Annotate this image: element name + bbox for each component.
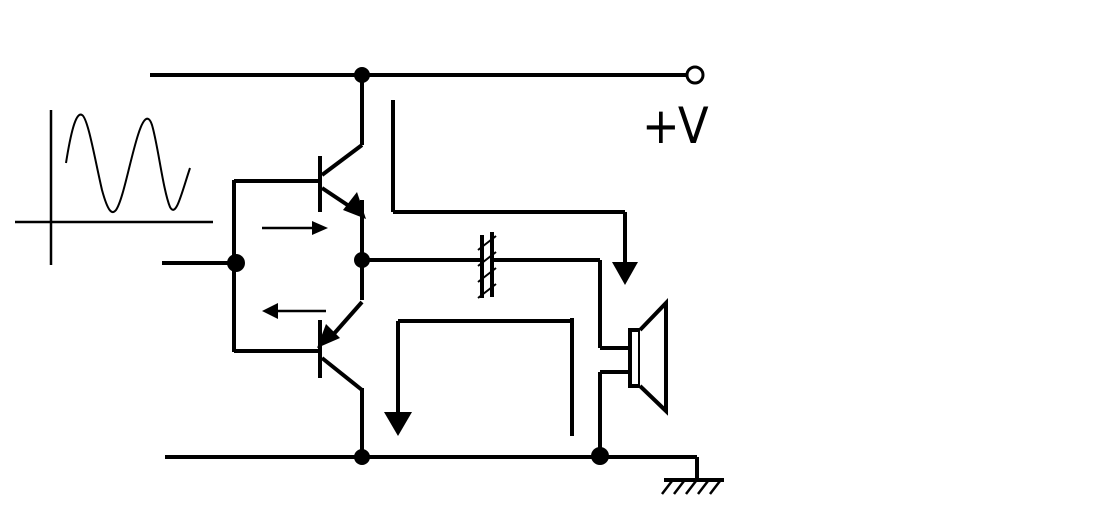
supply-voltage-label: +V	[642, 97, 709, 155]
input-junction-node	[227, 254, 245, 272]
left-arrow-icon	[262, 303, 278, 319]
input-signal-graph	[15, 110, 213, 265]
npn-emitter-arrow	[343, 192, 366, 219]
supply-terminal	[685, 65, 705, 85]
ground-icon	[661, 457, 724, 495]
base-current-arrows	[262, 221, 328, 319]
pnp-transistor	[318, 300, 364, 457]
npn-emitter-lead	[320, 186, 354, 210]
supply-collector-node	[354, 67, 370, 83]
pnp-collector-lead	[320, 356, 364, 392]
charge-current-path	[391, 100, 627, 262]
loudspeaker-icon	[628, 298, 668, 416]
coupling-capacitor	[362, 232, 600, 299]
down-arrow-icon-lower	[384, 412, 412, 436]
npn-transistor	[318, 75, 364, 300]
speaker-wiring	[598, 260, 630, 456]
npn-collector-lead	[320, 143, 364, 177]
pnp-emitter-lead	[330, 300, 364, 338]
down-arrow-icon	[612, 262, 638, 285]
discharge-current-path	[396, 318, 574, 436]
sine-wave	[65, 113, 191, 214]
pnp-emitter-arrow	[317, 324, 340, 348]
ground-collector-node	[354, 449, 370, 465]
right-arrow-icon	[312, 221, 328, 235]
